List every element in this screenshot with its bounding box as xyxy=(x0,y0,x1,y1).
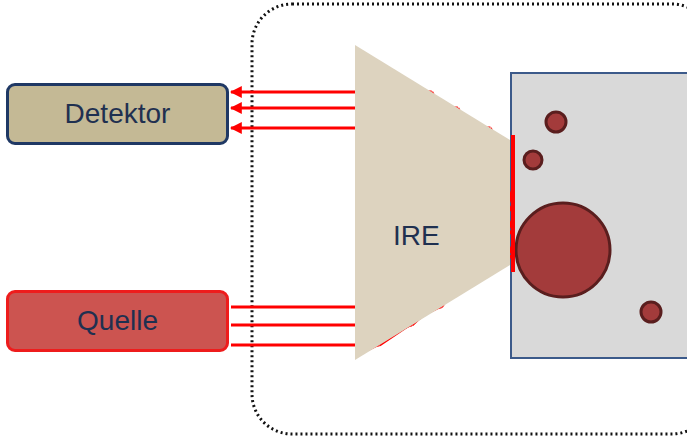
sample-block xyxy=(511,73,687,358)
particle xyxy=(546,112,566,132)
particle xyxy=(516,203,610,297)
device-box: Quelle xyxy=(6,290,229,352)
device-box: Detektor xyxy=(6,83,229,145)
prism-element: IRE xyxy=(355,45,510,360)
prism-shape xyxy=(355,45,510,360)
prism-outline xyxy=(355,45,510,360)
element-label: IRE xyxy=(393,221,440,252)
particle xyxy=(641,302,661,322)
device-label: Detektor xyxy=(65,99,171,130)
enclosure-outline xyxy=(252,4,687,434)
device-label: Quelle xyxy=(77,306,158,337)
particle xyxy=(524,151,542,169)
